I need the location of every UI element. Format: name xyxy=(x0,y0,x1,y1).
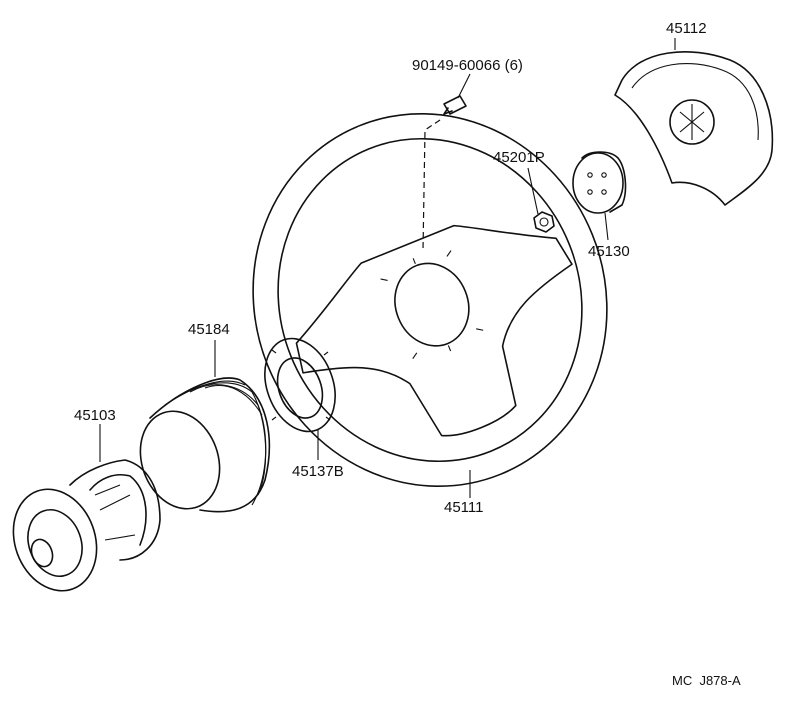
bolt xyxy=(443,95,467,115)
leader-bolt xyxy=(457,73,471,99)
label-hub-cover: 45184 xyxy=(188,321,230,338)
label-nut: 45201P xyxy=(493,149,545,166)
label-boss: 45103 xyxy=(74,407,116,424)
label-pad: 45112 xyxy=(666,20,707,37)
hub-cover xyxy=(139,377,271,513)
label-wheel: 45111 xyxy=(444,499,484,516)
steering-boss xyxy=(12,459,161,592)
leader-nut xyxy=(527,167,539,215)
horn-button xyxy=(572,151,627,214)
label-horn-button: 45130 xyxy=(588,243,630,260)
diagram-code: MC J878-A xyxy=(672,673,741,688)
nut xyxy=(533,211,555,233)
steering-pad xyxy=(614,51,774,206)
leader-horn-button xyxy=(604,212,609,241)
label-plate: 45137B xyxy=(292,463,344,480)
steering-wheel xyxy=(252,112,608,488)
contact-plate xyxy=(264,337,336,433)
label-bolt: 90149-60066 (6) xyxy=(412,57,523,74)
